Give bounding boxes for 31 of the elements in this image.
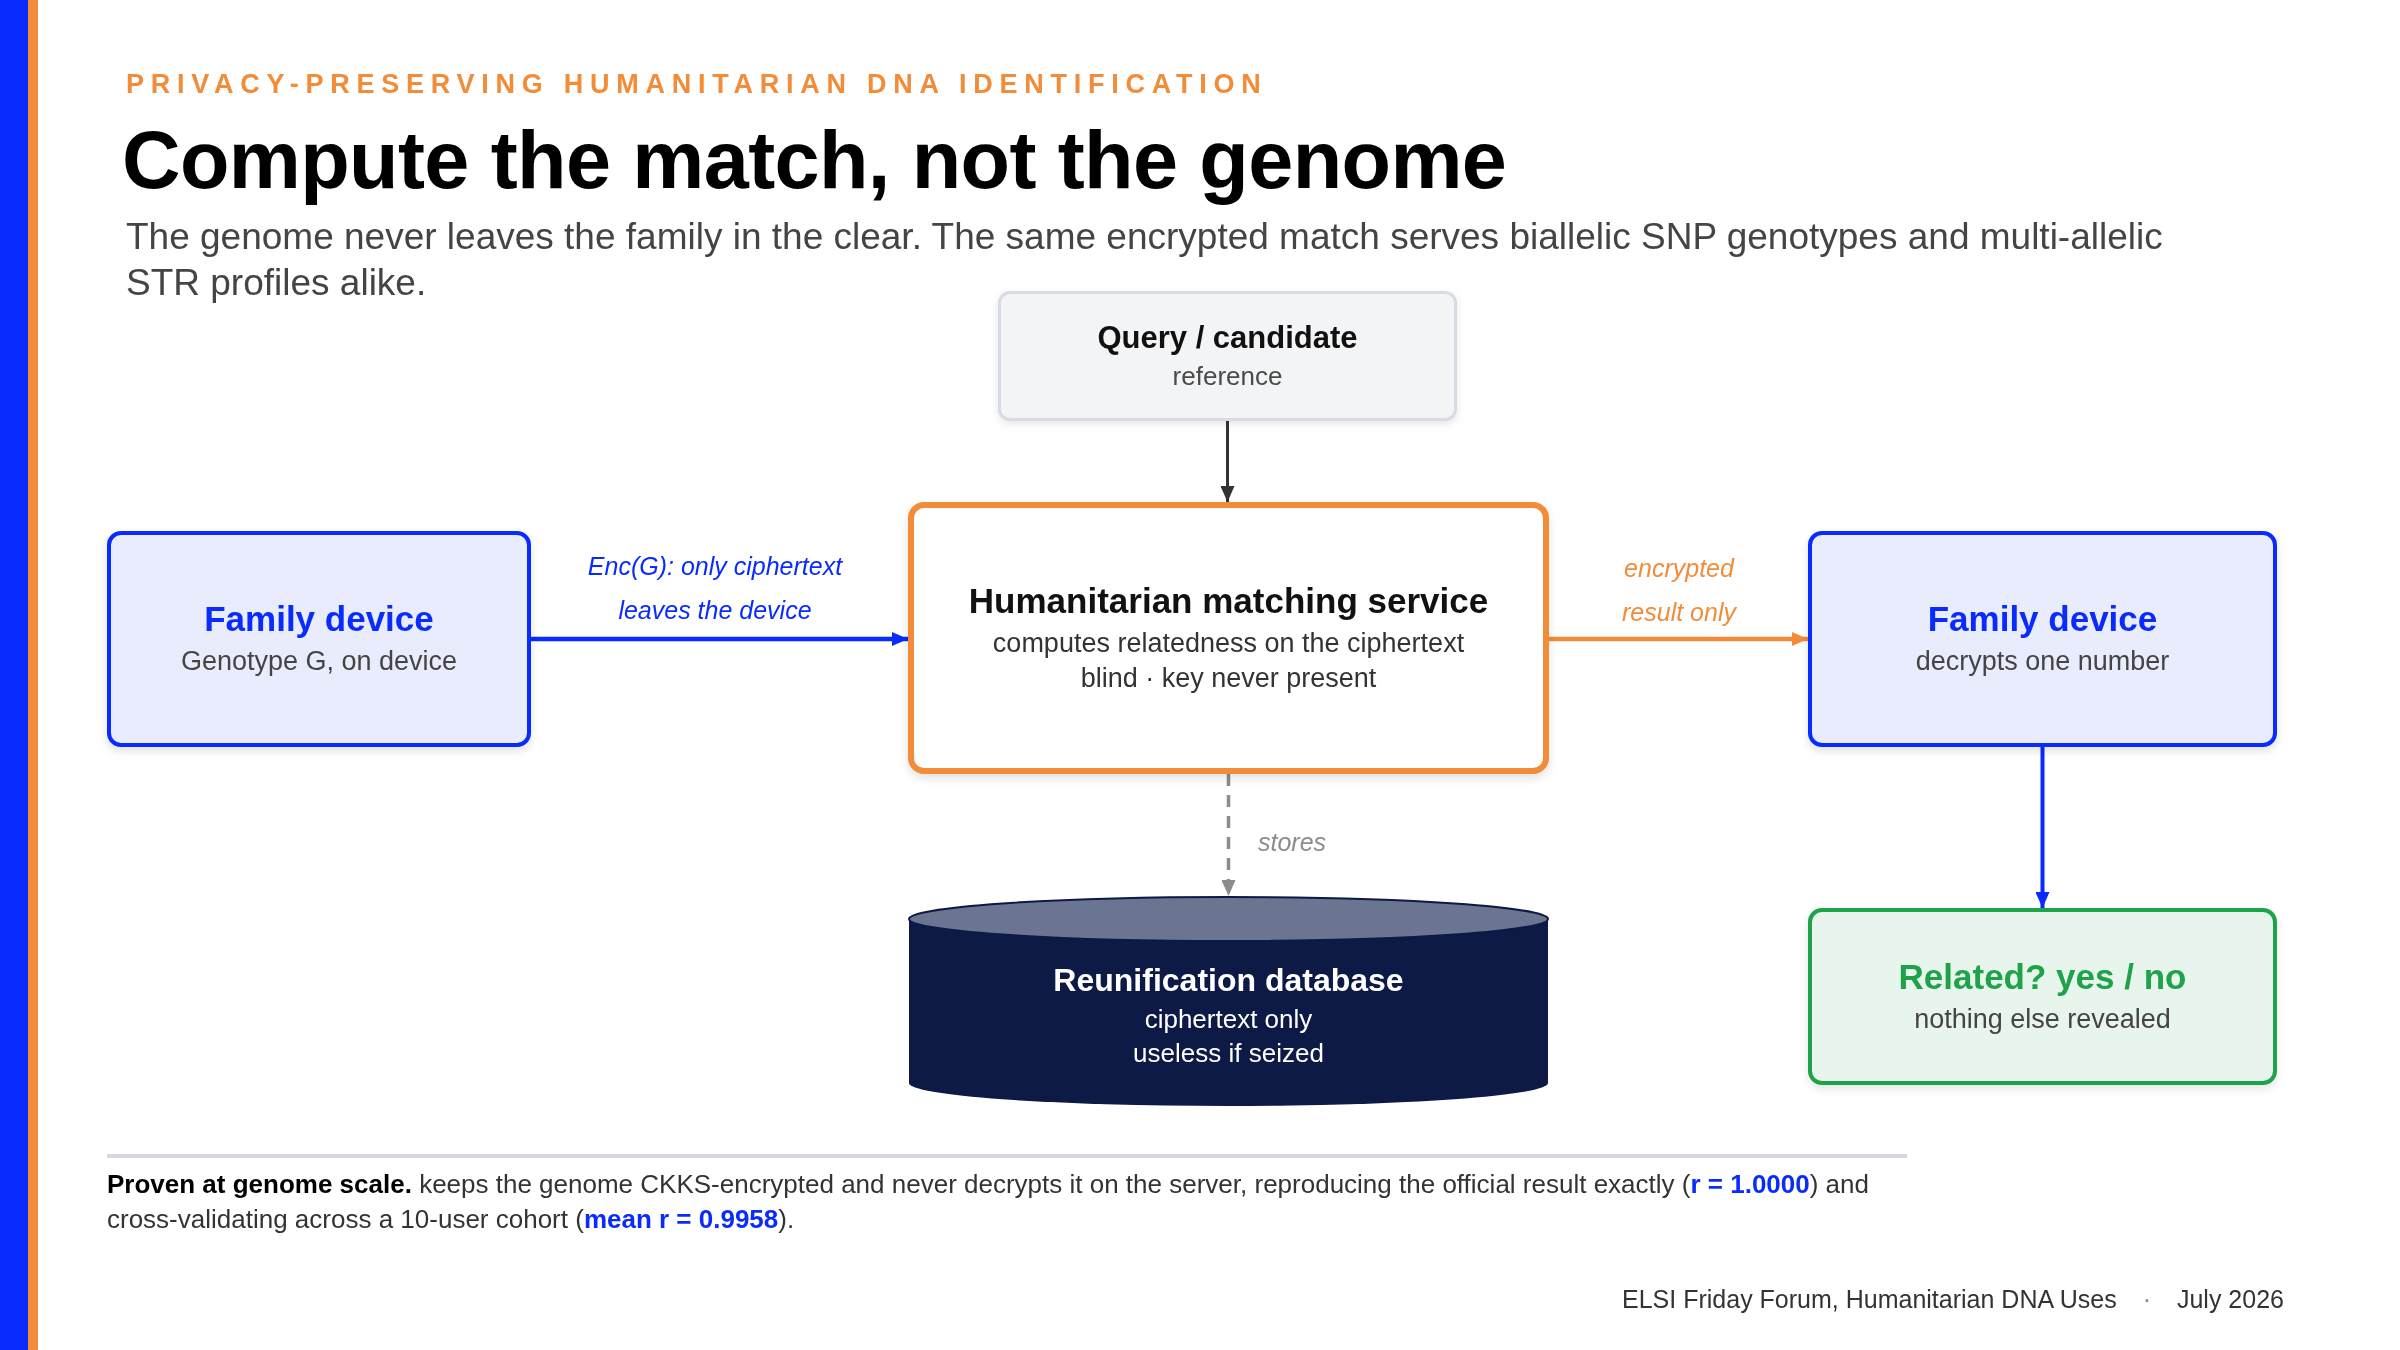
node-title: Reunification database — [1053, 961, 1404, 1000]
page-title: Compute the match, not the genome — [122, 118, 1507, 204]
footer-text: ELSI Friday Forum, Humanitarian DNA Uses — [1622, 1284, 2117, 1314]
arrow — [1220, 421, 1235, 502]
eyebrow-heading: PRIVACY-PRESERVING HUMANITARIAN DNA IDENTIFICATION — [126, 70, 1268, 100]
arrow — [531, 632, 908, 646]
node-subtitle: ciphertext only — [1144, 1003, 1313, 1037]
footer-text: July 2026 — [2176, 1284, 2284, 1314]
node-subtitle: useless if seized — [1133, 1037, 1324, 1071]
node-title: Related? yes / no — [1898, 955, 2187, 998]
node-subtitle: reference — [1172, 359, 1283, 393]
node-title: Family device — [1927, 598, 2158, 641]
arrow — [1549, 632, 1808, 646]
node-title: Humanitarian matching service — [968, 579, 1489, 622]
node-subtitle: nothing else revealed — [1914, 1002, 2171, 1036]
node-subtitle: decrypts one number — [1915, 645, 2170, 679]
node-subtitle: computes relatedness on the ciphertext — [992, 626, 1465, 660]
node-title: Query / candidate — [1097, 318, 1358, 356]
footnote-text: Proven at genome scale. keeps the genome CKKS-encrypted and never decrypts it on the server, reproducing the official result exactly (r = 1.0000) and cross-validating across a 10-user cohort (mean r = 0.9958). — [107, 1168, 1870, 1236]
node-title: Family device — [204, 598, 434, 641]
node-subtitle: Genotype G, on device — [180, 645, 458, 679]
device-box — [107, 531, 531, 747]
device-box — [1808, 531, 2277, 747]
input-box — [998, 291, 1457, 421]
result-box — [1808, 908, 2277, 1085]
dashed-arrow — [1221, 774, 1236, 896]
node-subtitle: blind · key never present — [1080, 662, 1377, 695]
arrow — [2035, 747, 2050, 908]
service-box — [908, 502, 1549, 774]
subtitle-text: The genome never leaves the family in the clear. The same encrypted match serves biallelic SNP genotypes and multi-allelic STR profiles alike. — [126, 215, 2164, 305]
separator-dot: · — [2142, 1284, 2151, 1314]
